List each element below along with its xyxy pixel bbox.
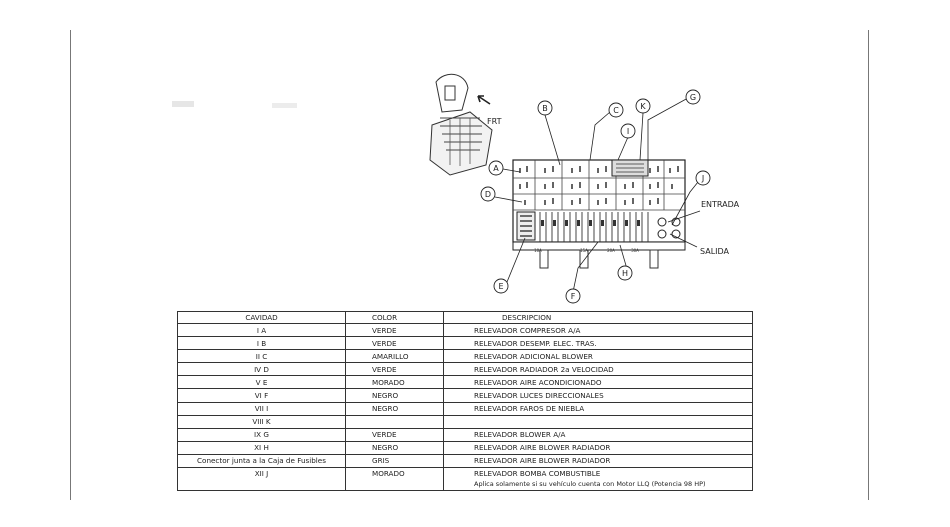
page-border-right bbox=[868, 30, 869, 500]
cell-color: VERDE bbox=[345, 362, 444, 377]
header-cavidad: CAVIDAD bbox=[177, 311, 346, 324]
smudge-mark bbox=[272, 103, 297, 108]
table-row: XI H NEGRO RELEVADOR AIRE BLOWER RADIADO… bbox=[177, 440, 753, 455]
cell-cavidad: XI H bbox=[177, 440, 346, 455]
cell-descripcion: RELEVADOR AIRE BLOWER RADIADOR bbox=[443, 453, 753, 469]
table-row: II C AMARILLO RELEVADOR ADICIONAL BLOWER bbox=[177, 349, 753, 364]
table-row: VI F NEGRO RELEVADOR LUCES DIRECCIONALES bbox=[177, 388, 753, 403]
callout-b: B bbox=[542, 104, 548, 113]
entrada-label: ENTRADA bbox=[701, 200, 740, 209]
callout-circles bbox=[480, 89, 711, 304]
cell-color: MORADO bbox=[345, 467, 444, 492]
cell-color: VERDE bbox=[345, 336, 444, 351]
callout-e: E bbox=[498, 282, 503, 291]
cell-cavidad: Conector junta a la Caja de Fusibles bbox=[177, 453, 346, 469]
cell-descripcion: RELEVADOR DESEMP. ELEC. TRAS. bbox=[443, 336, 753, 351]
cell-descripcion: RELEVADOR COMPRESOR A/A bbox=[443, 322, 753, 338]
cell-cavidad: I A bbox=[177, 322, 346, 338]
cell-cavidad: IV D bbox=[177, 362, 346, 377]
table-row: VIII K bbox=[177, 414, 753, 429]
salida-label: SALIDA bbox=[700, 247, 730, 256]
header-color: COLOR bbox=[345, 311, 444, 324]
cell-cavidad: VII I bbox=[177, 401, 346, 416]
cell-cavidad: VI F bbox=[177, 388, 346, 403]
callout-k: K bbox=[640, 102, 646, 111]
cell-color: AMARILLO bbox=[345, 349, 444, 364]
cell-cavidad: I B bbox=[177, 336, 346, 351]
cell-color: NEGRO bbox=[345, 440, 444, 455]
table-row: IX G VERDE RELEVADOR BLOWER A/A bbox=[177, 427, 753, 442]
cell-color: NEGRO bbox=[345, 388, 444, 403]
fuse-rating: 30A bbox=[631, 248, 639, 253]
fuse-rating: 10A bbox=[534, 248, 542, 253]
table-row: V E MORADO RELEVADOR AIRE ACONDICIONADO bbox=[177, 375, 753, 390]
cell-color: VERDE bbox=[345, 322, 444, 338]
cell-descripcion: RELEVADOR BOMBA COMBUSTIBLE bbox=[474, 469, 601, 479]
cell-descripcion: RELEVADOR RADIADOR 2a VELOCIDAD bbox=[443, 362, 753, 377]
cell-descripcion: RELEVADOR AIRE ACONDICIONADO bbox=[443, 375, 753, 390]
table-row: XII J MORADO RELEVADOR BOMBA COMBUSTIBLE… bbox=[177, 467, 753, 492]
cell-descripcion: RELEVADOR AIRE BLOWER RADIADOR bbox=[443, 440, 753, 455]
cell-descripcion: RELEVADOR ADICIONAL BLOWER bbox=[443, 349, 753, 364]
table-row: Conector junta a la Caja de Fusibles GRI… bbox=[177, 453, 753, 469]
callout-h: G bbox=[690, 93, 696, 102]
cell-note: Aplica solamente si su vehículo cuenta c… bbox=[474, 480, 706, 489]
cell-color: MORADO bbox=[345, 375, 444, 390]
table-row: VII I NEGRO RELEVADOR FAROS DE NIEBLA bbox=[177, 401, 753, 416]
callout-i: I bbox=[627, 127, 629, 136]
callout-f: F bbox=[571, 292, 576, 301]
locator-inset: FRT bbox=[429, 73, 502, 176]
callout-a: A bbox=[493, 164, 499, 173]
smudge-mark bbox=[172, 101, 194, 107]
cell-color: NEGRO bbox=[345, 401, 444, 416]
fuse-box: 10A 15A 20A 30A bbox=[512, 159, 686, 269]
cell-descripcion: RELEVADOR BLOWER A/A bbox=[443, 427, 753, 442]
fuse-box-diagram: FRT bbox=[172, 73, 740, 304]
page-border-left bbox=[70, 30, 71, 500]
cell-cavidad: XII J bbox=[177, 467, 346, 492]
cell-cavidad: V E bbox=[177, 375, 346, 390]
cell-cavidad: IX G bbox=[177, 427, 346, 442]
table-row: IV D VERDE RELEVADOR RADIADOR 2a VELOCID… bbox=[177, 362, 753, 377]
frt-label: FRT bbox=[487, 117, 502, 126]
cell-color: VERDE bbox=[345, 427, 444, 442]
cell-cavidad: VIII K bbox=[177, 414, 346, 429]
callout-g: H bbox=[622, 269, 628, 278]
cell-descripcion bbox=[443, 414, 753, 429]
cell-descripcion: RELEVADOR FAROS DE NIEBLA bbox=[443, 401, 753, 416]
cell-color: GRIS bbox=[345, 453, 444, 469]
callout-j: J bbox=[701, 174, 704, 183]
callout-c: C bbox=[613, 106, 619, 115]
table-row: I B VERDE RELEVADOR DESEMP. ELEC. TRAS. bbox=[177, 336, 753, 351]
header-descripcion: DESCRIPCION bbox=[443, 311, 753, 324]
cell-descripcion: RELEVADOR LUCES DIRECCIONALES bbox=[443, 388, 753, 403]
table-row: I A VERDE RELEVADOR COMPRESOR A/A bbox=[177, 322, 753, 338]
fuse-rating: 15A bbox=[580, 248, 588, 253]
cell-color bbox=[345, 414, 444, 429]
table-header-row: CAVIDAD COLOR DESCRIPCION bbox=[177, 311, 753, 324]
cell-cavidad: II C bbox=[177, 349, 346, 364]
callout-d: D bbox=[485, 190, 491, 199]
cavity-table: CAVIDAD COLOR DESCRIPCION I A VERDE RELE… bbox=[177, 311, 753, 492]
cell-descripcion-multiline: RELEVADOR BOMBA COMBUSTIBLE Aplica solam… bbox=[443, 467, 753, 492]
fuse-rating: 20A bbox=[607, 248, 615, 253]
